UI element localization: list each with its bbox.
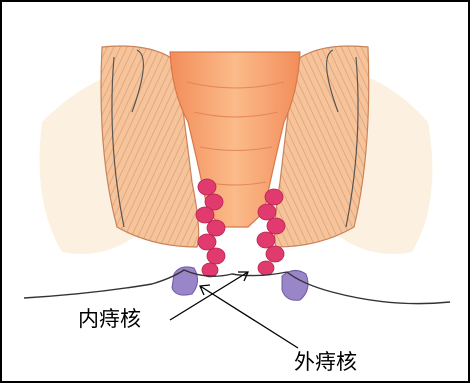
- external-arrow-line: [200, 286, 298, 348]
- external-hemorrhoid-label: 外痔核: [294, 352, 357, 373]
- external-arrow-head: [200, 285, 210, 295]
- skin-line: [24, 270, 450, 304]
- external-hemorrhoid-right: [282, 270, 308, 300]
- internal-hemorrhoid-label: 内痔核: [78, 309, 141, 330]
- external-hemorrhoid-left: [172, 267, 198, 295]
